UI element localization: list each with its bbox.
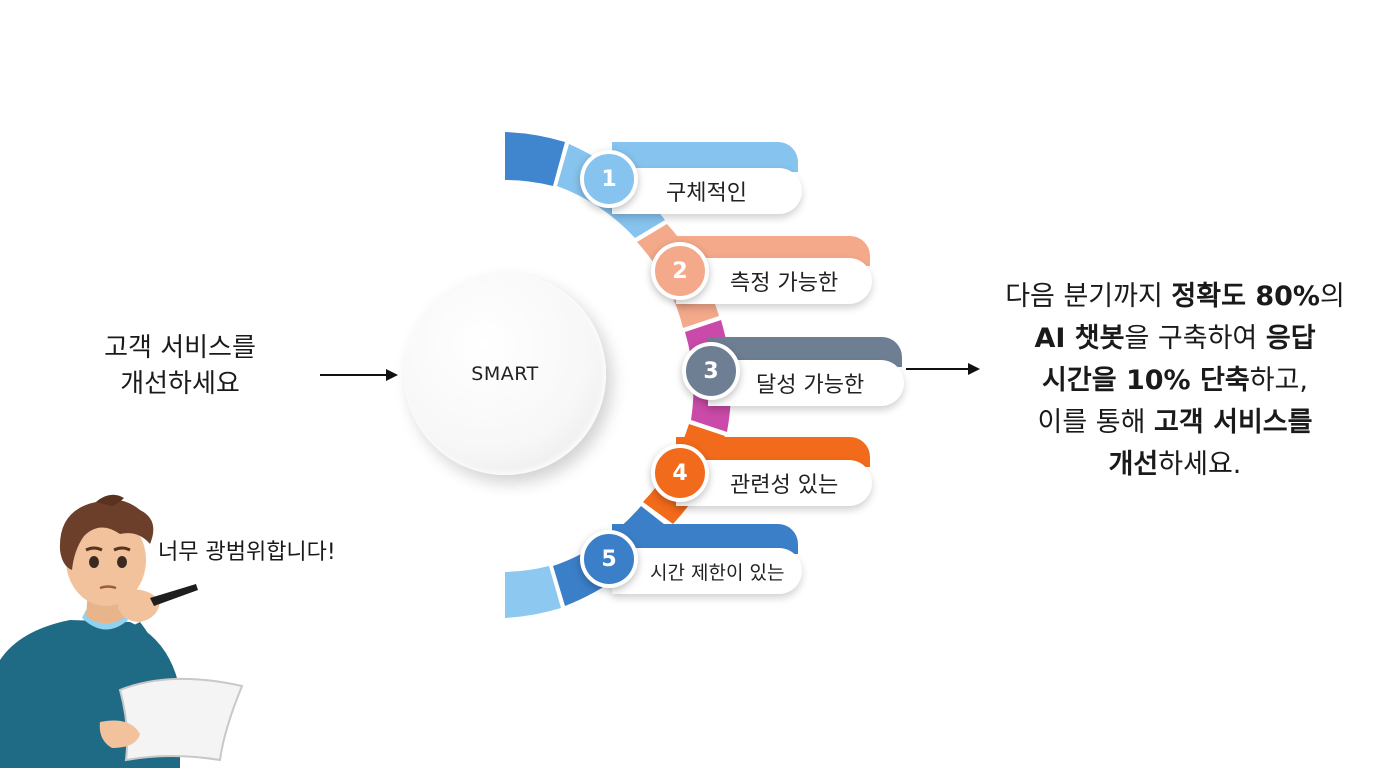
step-2-pill: 측정 가능한: [676, 258, 872, 304]
step-2-number: 2: [672, 258, 688, 284]
smart-label: SMART: [471, 363, 539, 385]
result-bold: 개선: [1108, 449, 1159, 480]
step-3-badge: 3: [682, 342, 740, 400]
step-5-pill: 시간 제한이 있는: [612, 548, 802, 594]
step-1-badge: 1: [580, 150, 638, 208]
speech-text: 너무 광범위합니다!: [158, 540, 336, 565]
step-3-number: 3: [703, 358, 719, 384]
person-thinking-icon: [0, 494, 244, 768]
result-text: 하세요.: [1158, 449, 1242, 480]
result-text: 이를 통해: [1037, 407, 1155, 438]
step-1-pill: 구체적인: [612, 168, 802, 214]
step-4-badge: 4: [651, 444, 709, 502]
vague-goal-text: 고객 서비스를 개선하세요: [104, 333, 256, 399]
result-bold: 응답: [1265, 323, 1316, 354]
arrow-to-result: [906, 363, 980, 375]
step-3-label: 달성 가능한: [756, 373, 865, 398]
step-1-number: 1: [601, 166, 617, 192]
step-4-label: 관련성 있는: [730, 473, 839, 498]
result-text: 의: [1319, 281, 1345, 312]
step-1-tab: [612, 142, 798, 172]
result-bold: 고객 서비스를: [1154, 407, 1313, 438]
step-5-label: 시간 제한이 있는: [650, 561, 785, 584]
result-text: 하고,: [1249, 365, 1308, 396]
step-5-badge: 5: [580, 530, 638, 588]
arrow-to-smart: [320, 369, 398, 381]
smart-goal-text: 다음 분기까지 정확도 80%의 AI 챗봇을 구축하여 응답 시간을 10% …: [985, 276, 1365, 486]
result-bold: 시간을 10% 단축: [1042, 365, 1250, 396]
result-bold: AI 챗봇: [1034, 323, 1125, 354]
result-bold: 정확도 80%: [1171, 281, 1320, 312]
step-3-pill: 달성 가능한: [708, 360, 904, 406]
step-1-label: 구체적인: [666, 181, 747, 206]
step-5-number: 5: [601, 546, 617, 572]
step-2-badge: 2: [651, 242, 709, 300]
pencil-icon: [150, 584, 198, 606]
step-2-label: 측정 가능한: [730, 271, 839, 296]
step-4-number: 4: [672, 460, 688, 486]
smart-circle: SMART: [404, 273, 606, 475]
result-text: 을 구축하여: [1124, 323, 1266, 354]
result-text: 다음 분기까지: [1005, 281, 1172, 312]
paper-icon: [118, 677, 244, 762]
